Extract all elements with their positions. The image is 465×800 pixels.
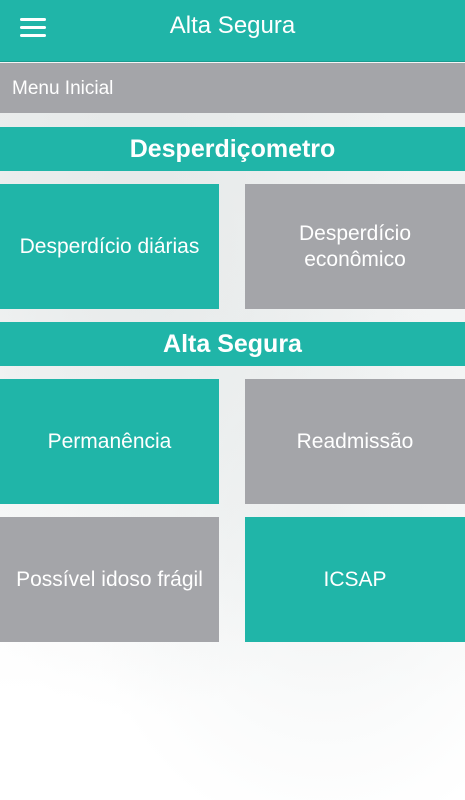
section-header-alta-segura: Alta Segura [0,322,465,366]
breadcrumb-label: Menu Inicial [12,78,114,99]
tile-possivel-idoso-fragil[interactable]: Possível idoso frágil [0,517,219,642]
app-bar: Alta Segura [0,0,465,62]
tile-icsap[interactable]: ICSAP [245,517,465,642]
app-title: Alta Segura [0,12,465,40]
tile-permanencia[interactable]: Permanência [0,379,219,504]
app-title-text: Alta Segura [169,12,296,39]
tile-desperdicio-diarias[interactable]: Desperdício diárias [0,184,219,309]
section-header-desperdicometro: Desperdiçometro [0,127,465,171]
breadcrumb: Menu Inicial [0,63,465,113]
tile-readmissao[interactable]: Readmissão [245,379,465,504]
hamburger-menu-icon[interactable] [20,18,48,40]
tile-desperdicio-economico[interactable]: Desperdício econômico [245,184,465,309]
